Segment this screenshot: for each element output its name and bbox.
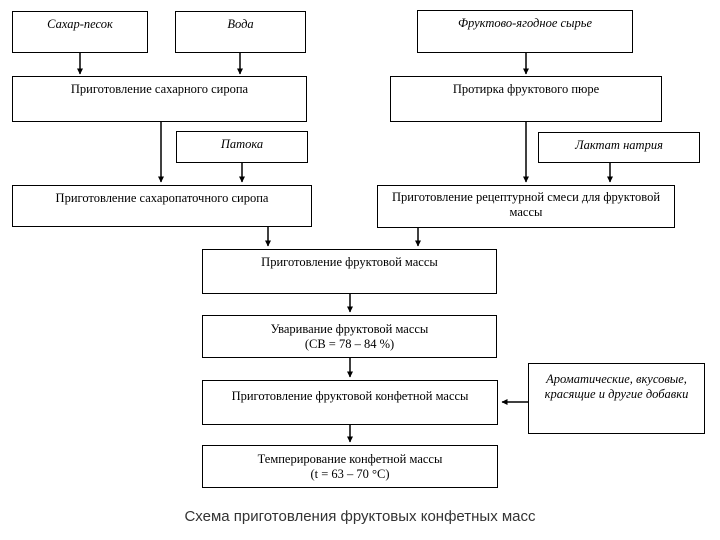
diagram-caption: Схема приготовления фруктовых конфетных … — [184, 508, 536, 525]
node-sugar-molasses-syrup: Приготовление сахаропаточного сиропа — [12, 185, 312, 227]
node-candy-mass-prep: Приготовление фруктовой конфетной массы — [202, 380, 498, 425]
node-molasses: Патока — [176, 131, 308, 163]
node-fruit-mass-prep: Приготовление фруктовой массы — [202, 249, 497, 294]
node-recipe-mix-label: Приготовление рецептурной смеси для фрук… — [391, 190, 661, 220]
node-sodium-lactate-label: Лактат натрия — [575, 138, 663, 152]
node-sodium-lactate: Лактат натрия — [538, 132, 700, 163]
node-boiling: Уваривание фруктовой массы (СВ = 78 – 84… — [202, 315, 497, 358]
node-fruit-mass-prep-label: Приготовление фруктовой массы — [261, 255, 438, 269]
node-sugar-syrup-prep: Приготовление сахарного сиропа — [12, 76, 307, 122]
node-sugar-syrup-prep-label: Приготовление сахарного сиропа — [70, 82, 249, 96]
node-recipe-mix: Приготовление рецептурной смеси для фрук… — [377, 185, 675, 228]
node-water-label: Вода — [227, 17, 254, 31]
node-tempering: Темперирование конфетной массы (t = 63 –… — [202, 445, 498, 488]
node-sugar-label: Сахар-песок — [47, 17, 113, 31]
node-tempering-label: Темперирование конфетной массы (t = 63 –… — [257, 452, 443, 482]
node-sugar-molasses-syrup-label: Приготовление сахаропаточного сиропа — [55, 191, 269, 205]
node-puree-rub: Протирка фруктового пюре — [390, 76, 662, 122]
node-sugar: Сахар-песок — [12, 11, 148, 53]
node-boiling-label: Уваривание фруктовой массы (СВ = 78 – 84… — [270, 322, 429, 352]
node-water: Вода — [175, 11, 306, 53]
node-fruit-raw: Фруктово-ягодное сырье — [417, 10, 633, 53]
node-fruit-raw-label: Фруктово-ягодное сырье — [457, 16, 593, 30]
node-candy-mass-prep-label: Приготовление фруктовой конфетной массы — [231, 389, 469, 403]
node-puree-rub-label: Протирка фруктового пюре — [452, 82, 600, 96]
node-molasses-label: Патока — [220, 137, 264, 151]
node-additives: Ароматические, вкусовые, красящие и друг… — [528, 363, 705, 434]
node-additives-label: Ароматические, вкусовые, красящие и друг… — [544, 372, 689, 402]
